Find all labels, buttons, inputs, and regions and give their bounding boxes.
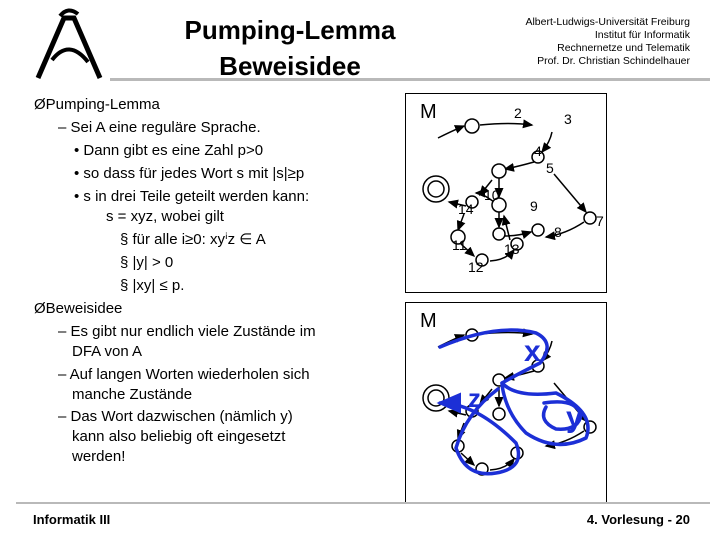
institution-block: Albert-Ludwigs-Universität Freiburg Inst… [470, 16, 690, 68]
dash-item: – Sei A eine reguläre Sprache. [58, 119, 261, 136]
svg-text:4: 4 [534, 143, 542, 159]
arrow-bullet-icon: Ø [34, 300, 46, 317]
dot-item: • so dass für jedes Wort s mit |s|≥p [74, 165, 305, 182]
dot-item: • Dann gibt es eine Zahl p>0 [74, 142, 264, 159]
heading-pumping-lemma: ØPumping-Lemma [34, 96, 160, 113]
slide-title: Pumping-Lemma Beweisidee [160, 12, 420, 84]
dash-item-continuation: DFA von A [72, 343, 143, 360]
institution-line: Rechnernetze und Telematik [557, 42, 690, 54]
automaton-graph-annotated: M [420, 310, 597, 476]
svg-text:11: 11 [452, 237, 467, 253]
automaton-graph: M [420, 101, 604, 275]
dash-item-continuation: kann also beliebig oft eingesetzt [72, 428, 286, 445]
institution-line: Albert-Ludwigs-Universität Freiburg [525, 16, 690, 28]
svg-text:7: 7 [596, 213, 604, 229]
svg-text:12: 12 [468, 259, 484, 275]
svg-text:9: 9 [530, 198, 538, 214]
machine-label: M [420, 101, 437, 123]
svg-text:3: 3 [564, 111, 572, 127]
dash-item-continuation: manche Zustände [72, 386, 193, 403]
svg-text:10: 10 [484, 187, 500, 203]
path-annotations [436, 328, 590, 476]
slide-number: 4. Vorlesung - 20 [586, 512, 690, 527]
svg-text:5: 5 [546, 160, 554, 176]
dot-item-continuation: s = xyz, wobei gilt [106, 208, 224, 225]
title-line-1: Pumping-Lemma [184, 15, 396, 45]
dash-item: – Auf langen Worten wiederholen sich [58, 366, 310, 383]
svg-text:13: 13 [504, 241, 520, 257]
square-item: § für alle i≥0: xyⁱz ∈ A [120, 231, 266, 248]
svg-text:14: 14 [458, 201, 474, 217]
transition-edges [437, 119, 587, 262]
header-divider [110, 78, 710, 81]
svg-text:8: 8 [554, 224, 562, 240]
svg-text:2: 2 [514, 105, 522, 121]
label-y: y [566, 401, 583, 434]
institution-line: Prof. Dr. Christian Schindelhauer [537, 55, 690, 67]
dash-item-continuation: werden! [72, 448, 126, 465]
university-logo [35, 8, 103, 79]
footer-divider [16, 502, 710, 504]
arrow-bullet-icon: Ø [34, 96, 46, 113]
automaton-annotated-diagram: M [405, 302, 607, 504]
heading-beweisidee: ØBeweisidee [34, 300, 123, 317]
machine-label: M [420, 310, 437, 332]
label-z: z [468, 383, 481, 413]
state-nodes [422, 118, 597, 267]
title-line-2: Beweisidee [219, 51, 361, 81]
dash-item: – Das Wort dazwischen (nämlich y) [58, 408, 293, 425]
dash-item: – Es gibt nur endlich viele Zustände im [58, 323, 316, 340]
institution-line: Institut für Informatik [594, 29, 690, 41]
dot-item: • s in drei Teile geteilt werden kann: [74, 188, 310, 205]
square-item: § |xy| ≤ p. [120, 277, 185, 294]
course-name: Informatik III [33, 512, 111, 527]
label-x: x [524, 335, 541, 368]
state-labels: 2 3 4 5 7 8 9 10 11 12 13 14 [452, 105, 604, 275]
automaton-diagram: M [405, 93, 607, 293]
square-item: § |y| > 0 [120, 254, 174, 271]
